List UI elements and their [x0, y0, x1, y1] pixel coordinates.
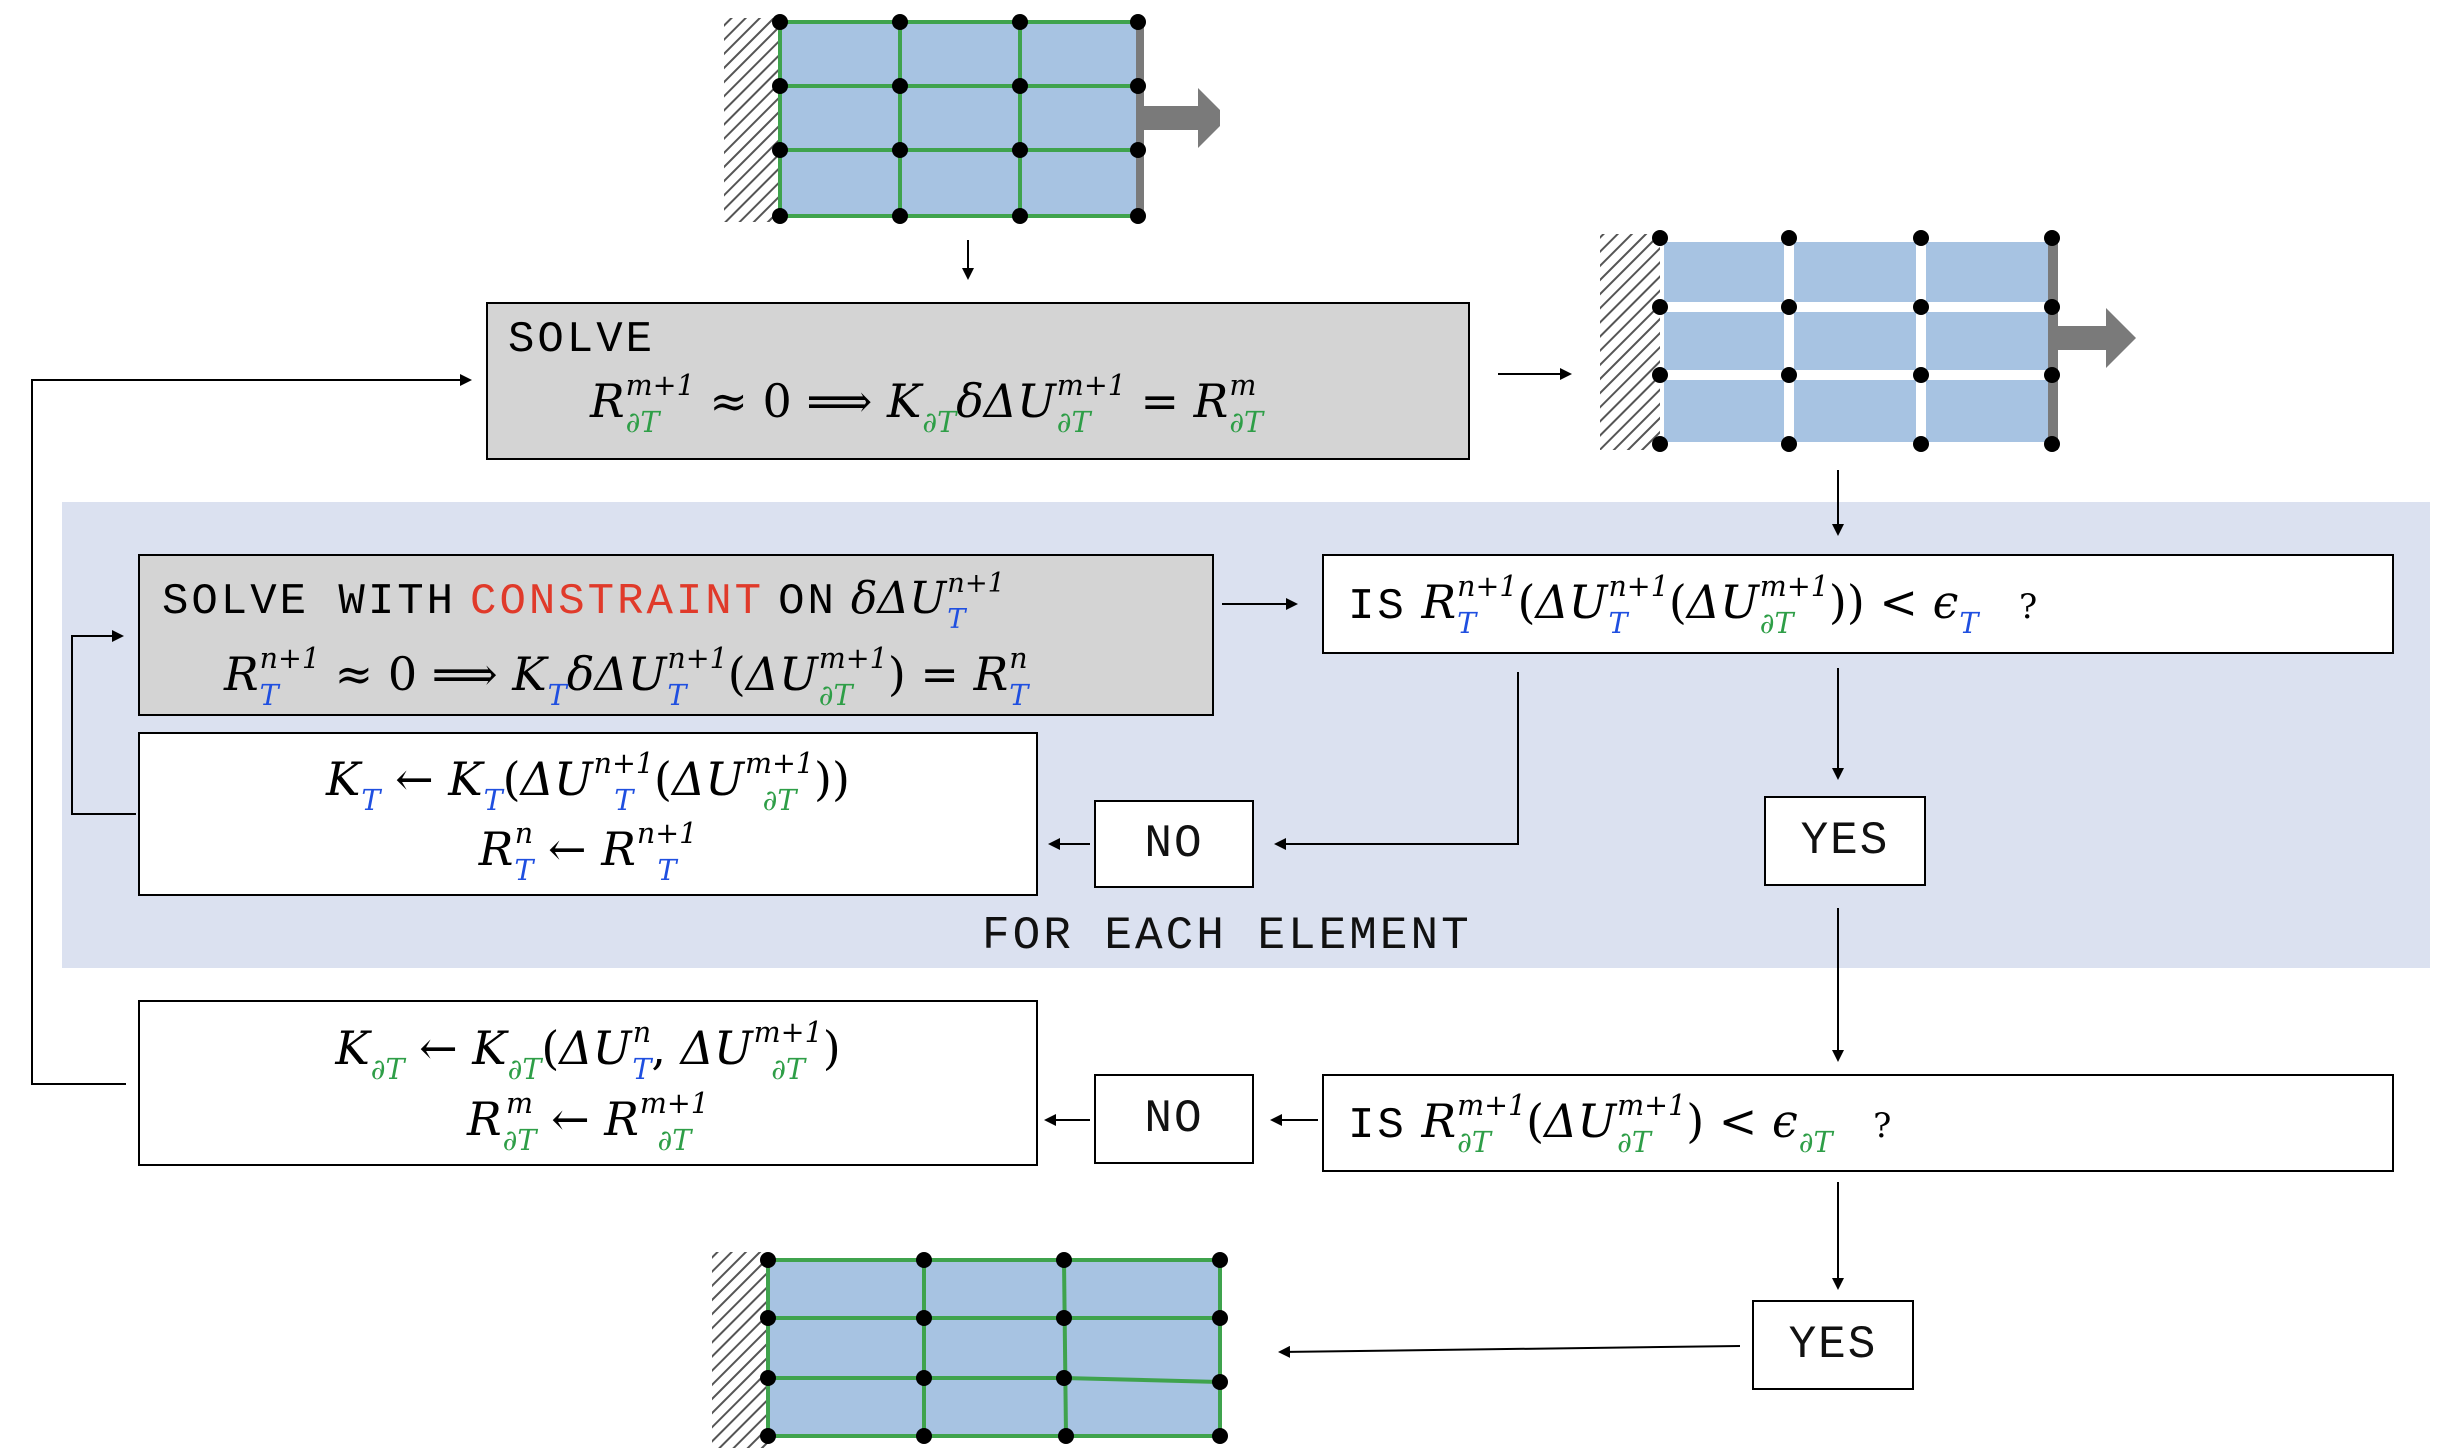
arrow-global-loop	[31, 374, 472, 1085]
global-no-label: NO	[1094, 1074, 1254, 1164]
mesh-body	[778, 20, 1140, 218]
global-solve-label: SOLVE	[508, 315, 656, 365]
load-arrow	[1144, 88, 1220, 148]
arrow-update-loop	[71, 630, 136, 815]
local-convergence-check: IS Rn+1T(ΔUn+1T(ΔUm+1∂T)) < ϵ​T ?	[1322, 554, 2394, 654]
split-mesh	[1600, 230, 2136, 452]
local-update-K: K​T ← K​T(ΔUn+1T(ΔUm+1∂T))	[326, 747, 850, 817]
local-update-box: K​T ← K​T(ΔUn+1T(ΔUm+1∂T)) RnT ← Rn+1T	[138, 732, 1038, 896]
arrow-yes-to-final-mesh	[1278, 1345, 1741, 1358]
global-convergence-check: IS Rm+1∂T(ΔUm+1∂T) < ϵ​∂T ?	[1322, 1074, 2394, 1172]
final-mesh	[712, 1252, 1228, 1448]
arrow-check-to-no	[1274, 672, 1519, 850]
initial-mesh	[724, 14, 1220, 224]
local-no-label: NO	[1094, 800, 1254, 888]
for-each-element-label: FOR EACH ELEMENT	[982, 910, 1472, 962]
fixed-support-hatch	[724, 18, 780, 222]
global-yes-label: YES	[1752, 1300, 1914, 1390]
local-yes-label: YES	[1764, 796, 1926, 886]
